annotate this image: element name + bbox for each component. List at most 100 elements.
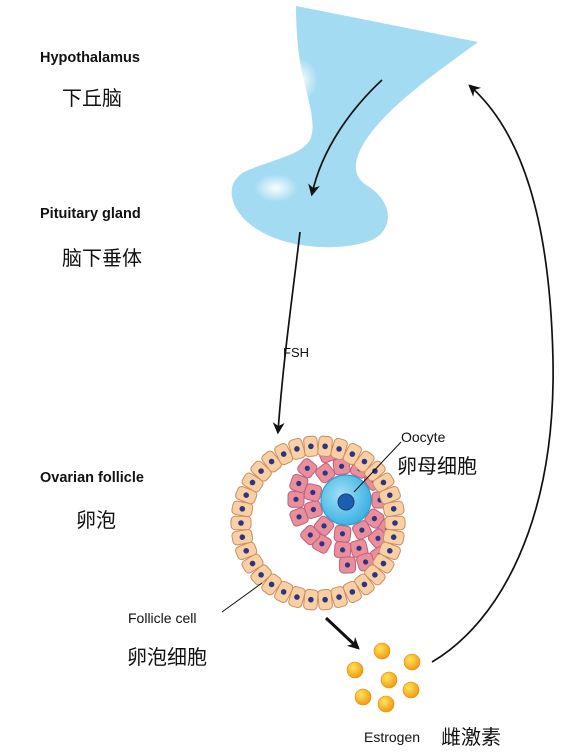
cell-nucleus bbox=[296, 480, 302, 487]
follicle-cell bbox=[274, 442, 294, 466]
estrogen-feedback-arrow bbox=[431, 84, 554, 663]
cell-nucleus bbox=[239, 534, 246, 540]
cell-nucleus bbox=[321, 523, 327, 529]
follicle-cell bbox=[354, 450, 375, 473]
cell-nucleus bbox=[249, 560, 256, 567]
cell-nucleus bbox=[390, 506, 397, 512]
gland-highlight bbox=[254, 174, 298, 202]
estrogen-molecule bbox=[354, 688, 372, 706]
cell-nucleus bbox=[280, 589, 287, 595]
cell-nucleus bbox=[280, 451, 287, 457]
follicle-cell-label-zh: 卵泡细胞 bbox=[127, 645, 207, 669]
cell-nucleus bbox=[294, 446, 300, 452]
oocyte-nucleus bbox=[337, 493, 355, 511]
pituitary-label-zh: 脑下垂体 bbox=[62, 246, 142, 270]
follicle-cell bbox=[384, 515, 406, 531]
follicle-to-estrogen-arrow bbox=[324, 616, 360, 650]
follicle-cell bbox=[261, 450, 282, 473]
granulosa-cell bbox=[364, 508, 385, 529]
granulosa-cell bbox=[351, 520, 372, 541]
follicle-cell bbox=[330, 437, 348, 460]
granulosa-cell bbox=[297, 458, 318, 479]
cell-nucleus bbox=[336, 446, 342, 452]
hypothalamus-to-pituitary-arrow bbox=[308, 79, 383, 197]
follicle-cell bbox=[342, 580, 362, 604]
cell-nucleus bbox=[258, 572, 264, 578]
oocyte-label: Oocyte bbox=[401, 429, 446, 445]
follicle-cell bbox=[364, 564, 386, 586]
follicle-label-zh: 卵泡 bbox=[76, 508, 116, 532]
follicle-cell-label: Follicle cell bbox=[128, 610, 196, 626]
cell-nucleus bbox=[294, 594, 300, 600]
cell-nucleus bbox=[243, 548, 250, 554]
ovarian-follicle bbox=[230, 435, 406, 611]
cell-nucleus bbox=[322, 470, 328, 476]
cell-nucleus bbox=[372, 572, 378, 578]
follicle-cell bbox=[235, 485, 258, 505]
estrogen-molecule bbox=[402, 681, 420, 699]
cell-nucleus bbox=[390, 534, 397, 540]
granulosa-cell bbox=[300, 524, 321, 546]
cell-nucleus bbox=[363, 559, 369, 565]
cell-nucleus bbox=[392, 520, 398, 526]
cell-nucleus bbox=[268, 581, 275, 588]
follicle-cell bbox=[342, 442, 362, 466]
granulosa-cell bbox=[303, 483, 323, 502]
follicle-cell bbox=[241, 553, 264, 574]
follicle-cell bbox=[231, 500, 254, 518]
fsh-arrow bbox=[272, 231, 301, 435]
cell-nucleus bbox=[349, 589, 356, 595]
granulosa-cell bbox=[303, 500, 323, 519]
estrogen-molecule bbox=[403, 653, 421, 671]
cell-nucleus bbox=[371, 515, 377, 522]
granulosa-cell bbox=[287, 490, 305, 508]
gland-highlight bbox=[282, 58, 318, 102]
cell-nucleus bbox=[238, 520, 244, 526]
cell-nucleus bbox=[319, 541, 325, 547]
cell-nucleus bbox=[249, 479, 256, 486]
pituitary-label: Pituitary gland bbox=[40, 206, 141, 222]
follicle-cell bbox=[378, 541, 401, 561]
estrogen-molecule bbox=[346, 661, 364, 679]
estrogen-label-zh: 雌激素 bbox=[441, 725, 501, 749]
follicle-cell bbox=[303, 435, 319, 458]
oocyte-leader-line bbox=[353, 441, 402, 493]
follicle-label: Ovarian follicle bbox=[40, 470, 144, 486]
follicle-cell bbox=[317, 435, 333, 458]
follicle-cell bbox=[274, 580, 294, 604]
gland-body bbox=[231, 6, 478, 248]
granulosa-cell bbox=[313, 515, 335, 537]
hypothalamus-label-zh: 下丘脑 bbox=[62, 86, 122, 110]
fsh-label: FSH bbox=[283, 345, 309, 360]
follicle-cell-leader-line bbox=[221, 582, 263, 613]
cell-nucleus bbox=[339, 531, 346, 537]
follicle-cell bbox=[330, 586, 348, 609]
granulosa-cell bbox=[289, 507, 309, 527]
follicle-cell bbox=[241, 472, 264, 493]
follicle-cell bbox=[250, 460, 272, 482]
cell-nucleus bbox=[268, 458, 275, 465]
granulosa-cell bbox=[289, 473, 309, 494]
hypothalamus-pituitary-shape bbox=[231, 6, 478, 248]
follicle-cell bbox=[354, 573, 375, 596]
follicle-cell bbox=[235, 541, 258, 561]
cell-nucleus bbox=[307, 532, 313, 538]
cell-nucleus bbox=[386, 492, 393, 498]
cell-nucleus bbox=[308, 443, 314, 450]
granulosa-cell bbox=[333, 524, 352, 543]
cell-nucleus bbox=[375, 535, 381, 542]
granulosa-cell bbox=[333, 541, 352, 559]
cell-nucleus bbox=[322, 443, 328, 450]
follicle-cell bbox=[382, 528, 405, 546]
cell-nucleus bbox=[380, 479, 387, 486]
granulosa-cell bbox=[315, 462, 336, 484]
hypothalamus-label: Hypothalamus bbox=[40, 50, 140, 66]
cell-nucleus bbox=[339, 463, 345, 469]
cell-nucleus bbox=[243, 492, 250, 498]
follicle-cell bbox=[303, 588, 319, 611]
follicle-cell bbox=[317, 588, 333, 611]
estrogen-molecule bbox=[380, 671, 398, 689]
cell-nucleus bbox=[359, 527, 365, 533]
